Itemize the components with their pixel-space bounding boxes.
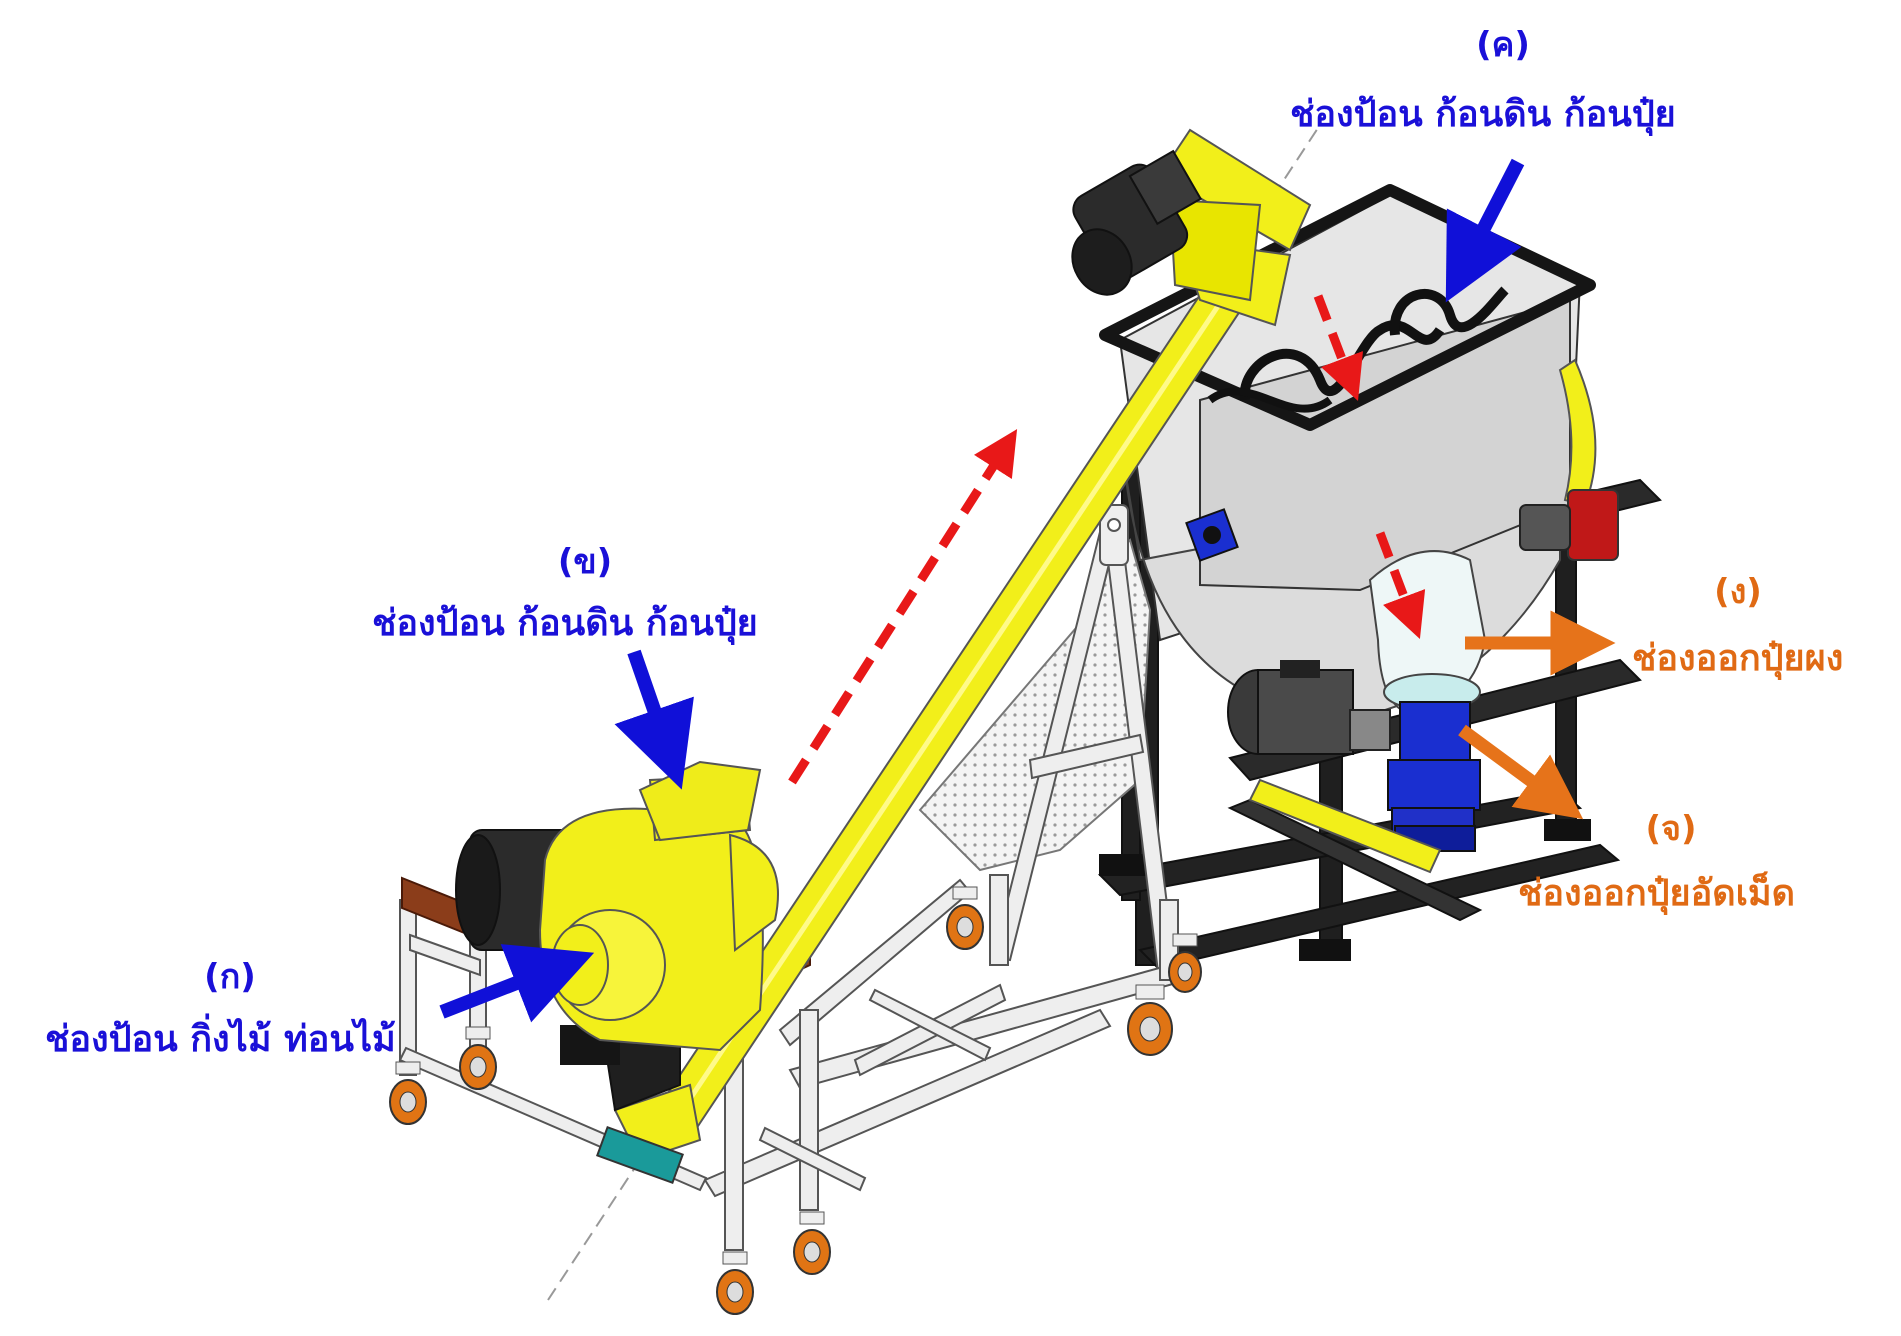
label-e-code: (จ)	[1645, 809, 1697, 849]
arrow-inlet-b	[614, 649, 694, 790]
flow-arrow-conveyor	[788, 429, 1018, 785]
callout-arrows	[439, 158, 1616, 1023]
flow-arrows	[788, 294, 1426, 785]
arrow-outlet-e	[1458, 724, 1584, 820]
label-c-text: ช่องป้อน ก้อนดิน ก้อนปุ๋ย	[1290, 94, 1676, 135]
flow-arrow-into-mill	[1375, 531, 1426, 640]
label-a-text: ช่องป้อน กิ่งไม้ ท่อนไม้	[45, 1019, 396, 1060]
silver-frame	[703, 504, 1182, 1251]
caster-wheels	[389, 886, 1202, 1315]
label-a-code: (ก)	[204, 957, 256, 997]
label-b-text: ช่องป้อน ก้อนดิน ก้อนปุ๋ย	[372, 603, 758, 644]
label-c-code: (ค)	[1476, 25, 1530, 65]
screw-conveyor	[596, 128, 1312, 1185]
label-e-text: ช่องออกปุ๋ยอัดเม็ด	[1518, 873, 1796, 914]
flow-arrow-into-mixer	[1313, 294, 1364, 402]
label-d-text: ช่องออกปุ๋ยผง	[1632, 638, 1844, 679]
arrow-inlet-c	[1445, 158, 1525, 303]
arrow-inlet-a	[439, 944, 595, 1023]
shredder	[455, 760, 779, 1112]
label-b-code: (ข)	[557, 542, 613, 582]
label-d-code: (ง)	[1714, 572, 1762, 612]
